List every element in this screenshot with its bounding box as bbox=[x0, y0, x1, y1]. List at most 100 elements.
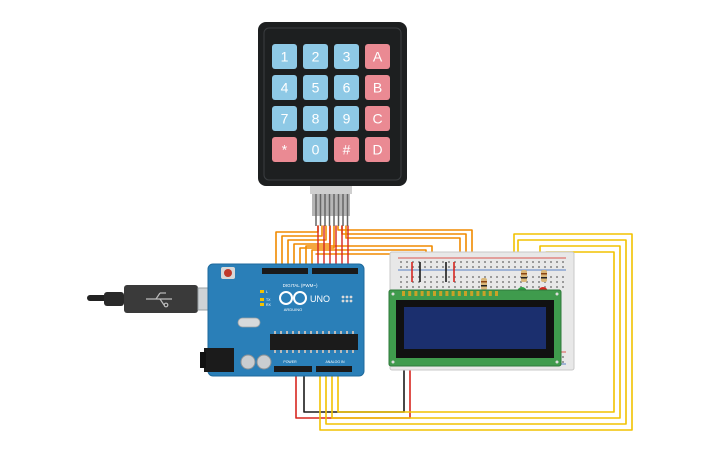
keypad-key-label: 7 bbox=[281, 111, 289, 127]
wire-yellow-1 bbox=[319, 233, 633, 431]
breadboard-hole bbox=[562, 361, 564, 363]
breadboard-hole bbox=[538, 261, 540, 263]
keypad-key-4[interactable]: 4 bbox=[272, 75, 297, 100]
breadboard-hole bbox=[508, 266, 510, 268]
led-tx-label: TX bbox=[266, 298, 271, 302]
icsp-header bbox=[341, 295, 353, 303]
breadboard-hole bbox=[418, 276, 420, 278]
breadboard-hole bbox=[442, 261, 444, 263]
keypad-key-hash[interactable]: # bbox=[334, 137, 359, 162]
breadboard-hole bbox=[406, 281, 408, 283]
breadboard-hole bbox=[424, 281, 426, 283]
keypad-key-label: D bbox=[372, 142, 382, 158]
breadboard-hole bbox=[412, 281, 414, 283]
digital-header-left bbox=[262, 268, 308, 274]
lcd-pin bbox=[464, 291, 467, 296]
keypad-key-7[interactable]: 7 bbox=[272, 106, 297, 131]
keypad-key-9[interactable]: 9 bbox=[334, 106, 359, 131]
breadboard-hole bbox=[430, 286, 432, 288]
breadboard-hole bbox=[472, 281, 474, 283]
lcd-pin bbox=[420, 291, 424, 296]
lcd-pin bbox=[457, 291, 461, 296]
breadboard-hole bbox=[562, 266, 564, 268]
lcd-pin bbox=[470, 291, 474, 296]
arduino-uno-board: DIGITAL (PWM~) ARDUINO UNO L TX RX bbox=[200, 263, 365, 377]
keypad-key-label: # bbox=[343, 142, 351, 158]
keypad-key-a[interactable]: A bbox=[365, 44, 390, 69]
breadboard-hole bbox=[448, 261, 450, 263]
lcd-screen bbox=[404, 307, 546, 349]
breadboard-hole bbox=[538, 286, 540, 288]
breadboard-hole bbox=[406, 266, 408, 268]
breadboard-hole bbox=[496, 276, 498, 278]
breadboard-hole bbox=[478, 261, 480, 263]
breadboard-hole bbox=[556, 266, 558, 268]
keypad-key-1[interactable]: 1 bbox=[272, 44, 297, 69]
breadboard-hole bbox=[454, 286, 456, 288]
breadboard-hole bbox=[484, 266, 486, 268]
atmega-chip bbox=[270, 334, 358, 350]
breadboard-hole bbox=[496, 261, 498, 263]
breadboard-hole bbox=[436, 286, 438, 288]
keypad-key-label: 2 bbox=[312, 49, 320, 65]
arduino-logo-icon bbox=[279, 291, 307, 305]
analog-header bbox=[316, 366, 352, 372]
breadboard-hole bbox=[466, 281, 468, 283]
breadboard-hole bbox=[436, 261, 438, 263]
keypad-key-b[interactable]: B bbox=[365, 75, 390, 100]
breadboard-hole bbox=[532, 286, 534, 288]
lcd-pin bbox=[482, 291, 486, 296]
breadboard-hole bbox=[478, 276, 480, 278]
keypad-key-label: 3 bbox=[343, 49, 351, 65]
keypad-key-6[interactable]: 6 bbox=[334, 75, 359, 100]
keypad-key-2[interactable]: 2 bbox=[303, 44, 328, 69]
breadboard-hole bbox=[442, 281, 444, 283]
keypad-key-8[interactable]: 8 bbox=[303, 106, 328, 131]
wire-orange-3 bbox=[287, 225, 327, 271]
reset-button-cap[interactable] bbox=[224, 269, 232, 277]
lcd-pins bbox=[402, 291, 498, 296]
breadboard-hole bbox=[412, 286, 414, 288]
keypad-key-label: * bbox=[282, 142, 288, 158]
keypad-key-label: A bbox=[373, 49, 383, 65]
breadboard-hole bbox=[478, 281, 480, 283]
breadboard-hole bbox=[406, 261, 408, 263]
breadboard-hole bbox=[472, 286, 474, 288]
breadboard-hole bbox=[550, 276, 552, 278]
lcd-pin bbox=[408, 291, 412, 296]
breadboard-hole bbox=[460, 286, 462, 288]
breadboard-hole bbox=[484, 276, 486, 278]
breadboard-hole bbox=[454, 276, 456, 278]
breadboard-hole bbox=[502, 261, 504, 263]
keypad-key-5[interactable]: 5 bbox=[303, 75, 328, 100]
breadboard-hole bbox=[490, 261, 492, 263]
breadboard-hole bbox=[532, 261, 534, 263]
breadboard-hole bbox=[562, 261, 564, 263]
breadboard-hole bbox=[490, 266, 492, 268]
keypad-key-3[interactable]: 3 bbox=[334, 44, 359, 69]
lcd-pin bbox=[439, 291, 443, 296]
breadboard-hole bbox=[526, 261, 528, 263]
keypad-key-star[interactable]: * bbox=[272, 137, 297, 162]
breadboard-hole bbox=[532, 281, 534, 283]
breadboard-hole bbox=[412, 276, 414, 278]
breadboard-hole bbox=[424, 276, 426, 278]
breadboard-hole bbox=[550, 286, 552, 288]
lcd-pin bbox=[488, 291, 492, 296]
wire-yellow-3 bbox=[331, 245, 621, 419]
breadboard-hole bbox=[400, 286, 402, 288]
breadboard-hole bbox=[406, 276, 408, 278]
dc-jack-front bbox=[200, 352, 206, 368]
breadboard-hole bbox=[418, 261, 420, 263]
breadboard-hole bbox=[508, 276, 510, 278]
breadboard-hole bbox=[556, 261, 558, 263]
keypad-key-0[interactable]: 0 bbox=[303, 137, 328, 162]
capacitor-2 bbox=[256, 354, 272, 370]
breadboard-hole bbox=[514, 276, 516, 278]
keypad-inner-frame bbox=[263, 27, 402, 181]
keypad-key-c[interactable]: C bbox=[365, 106, 390, 131]
chip-pins bbox=[274, 331, 354, 353]
usb-strain-relief bbox=[104, 292, 124, 306]
keypad-key-d[interactable]: D bbox=[365, 137, 390, 162]
